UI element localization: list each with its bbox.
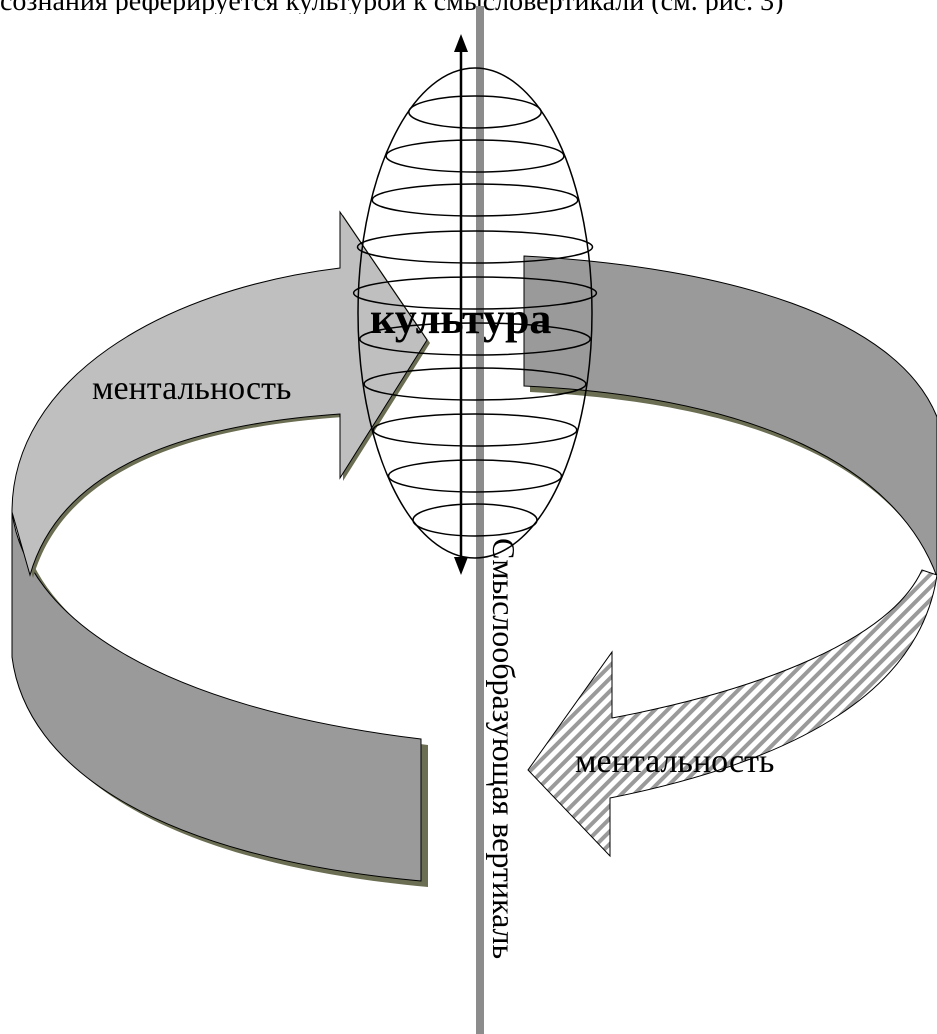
- culture-ring: [373, 414, 577, 446]
- dark-band-right: [524, 256, 937, 583]
- mentality-label-right: ментальность: [575, 743, 774, 780]
- culture-ring: [358, 231, 593, 263]
- culture-label: культура: [370, 294, 551, 343]
- culture-ring: [386, 140, 564, 172]
- dark-band-left: [12, 512, 428, 887]
- dark-band-right-shape: [524, 256, 937, 577]
- culture-ring: [413, 504, 537, 536]
- semantic-vertical-axis-line: [476, 6, 484, 1034]
- hatched-arrow-right-shape: [528, 570, 937, 856]
- culture-ring: [389, 460, 562, 492]
- mentality-label-left: ментальность: [92, 370, 291, 407]
- hatched-arrow-right: [528, 570, 937, 856]
- vertical-axis-label: Смыслообразующая вертикаль: [486, 538, 522, 959]
- culture-ring: [409, 96, 541, 128]
- dark-band-left-shape: [12, 512, 421, 881]
- double-arrow-head-top: [454, 34, 468, 52]
- culture-ring: [372, 184, 578, 216]
- double-arrow-head-bottom: [454, 557, 468, 575]
